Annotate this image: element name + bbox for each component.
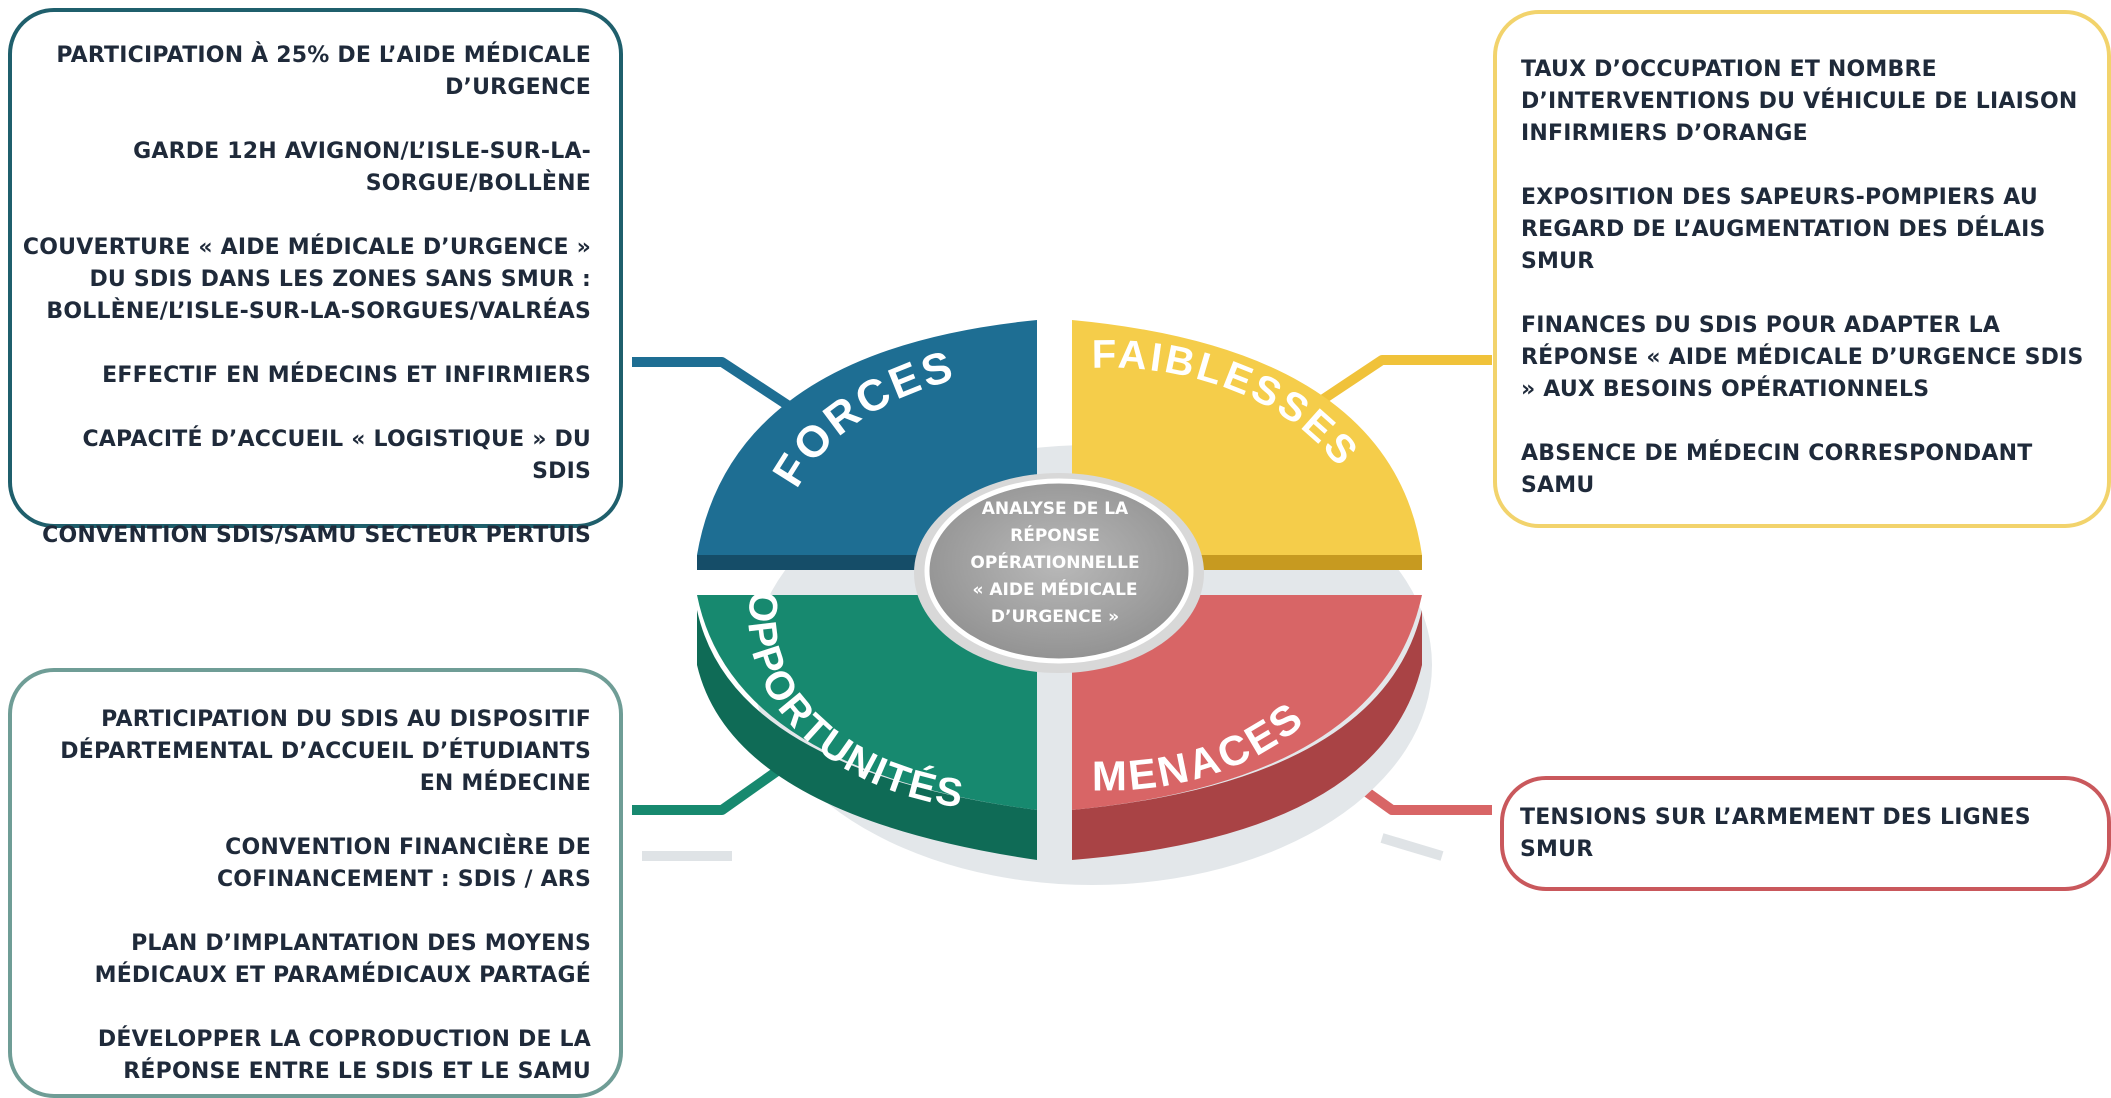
- faiblesses-item: FINANCES DU SDIS POUR ADAPTER LA RÉPONSE…: [1521, 313, 2084, 402]
- faiblesses-item: TAUX D’OCCUPATION ET NOMBRE D’INTERVENTI…: [1521, 57, 2078, 146]
- forces-item: PARTICIPATION À 25% DE L’AIDE MÉDICALE D…: [56, 43, 591, 100]
- menaces-side: [1072, 610, 1422, 860]
- faiblesses-box: TAUX D’OCCUPATION ET NOMBRE D’INTERVENTI…: [1493, 10, 2111, 528]
- menaces-quadrant: [1072, 595, 1422, 810]
- opportunites-side: [697, 610, 1037, 860]
- forces-item: CAPACITÉ D’ACCUEIL « LOGISTIQUE » DU SDI…: [82, 427, 591, 484]
- faiblesses-list: TAUX D’OCCUPATION ET NOMBRE D’INTERVENTI…: [1521, 54, 2097, 502]
- opportunites-item: DÉVELOPPER LA COPRODUCTION DE LA RÉPONSE…: [97, 1027, 591, 1084]
- faiblesses-item: EXPOSITION DES SAPEURS-POMPIERS AU REGAR…: [1521, 185, 2046, 274]
- menaces-item: TENSIONS SUR L’ARMEMENT DES LIGNES SMUR: [1520, 804, 2031, 862]
- center-title-line: RÉPONSE: [1010, 526, 1100, 546]
- forces-item: CONVENTION SDIS/SAMU SECTEUR PERTUIS: [42, 523, 591, 548]
- center-title-line: OPÉRATIONNELLE: [970, 553, 1140, 573]
- shadow-connector-right: [1380, 833, 1444, 861]
- menaces-list: TENSIONS SUR L’ARMEMENT DES LIGNES SMUR: [1520, 802, 2097, 866]
- center-title-line: D’URGENCE »: [990, 607, 1120, 627]
- opportunites-item: CONVENTION FINANCIÈRE DE COFINANCEMENT :…: [216, 835, 591, 892]
- forces-item: EFFECTIF EN MÉDECINS ET INFIRMIERS: [102, 363, 591, 388]
- opportunites-item: PARTICIPATION DU SDIS AU DISPOSITIF DÉPA…: [60, 707, 591, 796]
- forces-item: GARDE 12H AVIGNON/L’ISLE-SUR-LA-SORGUE/B…: [133, 139, 591, 196]
- opportunites-list: PARTICIPATION DU SDIS AU DISPOSITIF DÉPA…: [20, 704, 591, 1088]
- center-hub: [924, 478, 1194, 664]
- forces-box: PARTICIPATION À 25% DE L’AIDE MÉDICALE D…: [8, 8, 623, 548]
- faiblesses-item: ABSENCE DE MÉDECIN CORRESPONDANT SAMU: [1521, 441, 2033, 498]
- forces-list: PARTICIPATION À 25% DE L’AIDE MÉDICALE D…: [20, 40, 591, 552]
- center-title-line: « AIDE MÉDICALE: [972, 580, 1138, 600]
- forces-item: COUVERTURE « AIDE MÉDICALE D’URGENCE » D…: [22, 235, 591, 324]
- opportunites-item: PLAN D’IMPLANTATION DES MOYENS MÉDICAUX …: [94, 931, 591, 988]
- swot-wheel: FORCES FAIBLESSES OPPORTUNITÉS MENACES: [632, 320, 1492, 885]
- faiblesses-connector: [1319, 355, 1492, 405]
- faiblesses-quadrant: [1072, 320, 1422, 555]
- center-title: ANALYSE DE LA RÉPONSE OPÉRATIONNELLE « A…: [960, 496, 1150, 631]
- menaces-box: TENSIONS SUR L’ARMEMENT DES LIGNES SMUR: [1500, 776, 2111, 891]
- forces-quadrant: [697, 320, 1037, 555]
- opportunites-box: PARTICIPATION DU SDIS AU DISPOSITIF DÉPA…: [8, 668, 623, 1098]
- center-title-line: ANALYSE DE LA: [981, 499, 1129, 519]
- opportunites-quadrant: [697, 595, 1037, 810]
- forces-connector: [632, 357, 795, 413]
